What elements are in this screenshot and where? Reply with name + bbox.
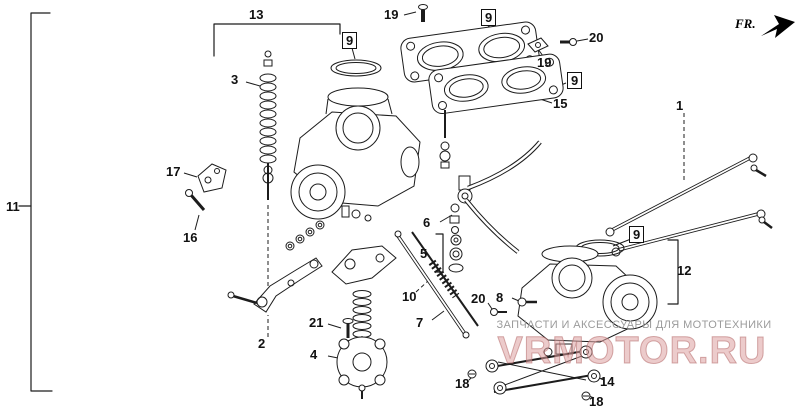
callout-19: 19 <box>537 55 552 70</box>
callout-6: 6 <box>423 215 431 230</box>
callout-9: 9 <box>481 9 497 26</box>
callout-4: 4 <box>310 347 318 362</box>
fr-direction-label: FR. <box>735 8 797 40</box>
callout-5: 5 <box>420 246 428 261</box>
callout-20: 20 <box>589 30 604 45</box>
callout-10: 10 <box>402 289 417 304</box>
callout-13: 13 <box>249 7 264 22</box>
callout-20: 20 <box>471 291 486 306</box>
callout-14: 14 <box>600 374 615 389</box>
callout-19: 19 <box>384 7 399 22</box>
fr-text: FR. <box>735 16 756 31</box>
callout-18: 18 <box>589 394 604 409</box>
callout-3: 3 <box>231 72 239 87</box>
callout-7: 7 <box>416 315 424 330</box>
callout-9: 9 <box>629 226 645 243</box>
callout-15: 15 <box>553 96 568 111</box>
callout-16: 16 <box>183 230 198 245</box>
callout-8: 8 <box>496 290 504 305</box>
callout-9: 9 <box>567 72 583 89</box>
callout-11: 11 <box>6 199 20 214</box>
callout-12: 12 <box>677 263 692 278</box>
callout-18: 18 <box>455 376 470 391</box>
callout-9: 9 <box>342 32 358 49</box>
callout-1: 1 <box>676 98 684 113</box>
callout-17: 17 <box>166 164 181 179</box>
callout-2: 2 <box>258 336 266 351</box>
fr-arrow-icon <box>760 15 795 38</box>
callout-21: 21 <box>309 315 324 330</box>
